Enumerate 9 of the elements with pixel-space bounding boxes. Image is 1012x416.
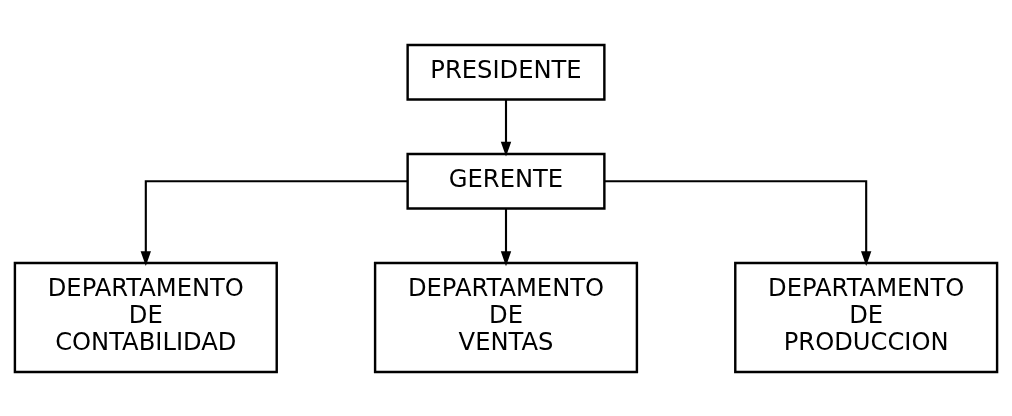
node-box: DEPARTAMENTO DE VENTAS — [373, 261, 639, 373]
node-box: DEPARTAMENTO DE CONTABILIDAD — [13, 261, 278, 373]
arrow — [604, 179, 872, 266]
arrow — [500, 99, 512, 157]
arrow — [500, 208, 512, 266]
node-box: DEPARTAMENTO DE PRODUCCION — [734, 261, 999, 373]
node-box: GERENTE — [406, 152, 606, 210]
node-box: PRESIDENTE — [406, 43, 606, 101]
arrow — [140, 179, 408, 266]
